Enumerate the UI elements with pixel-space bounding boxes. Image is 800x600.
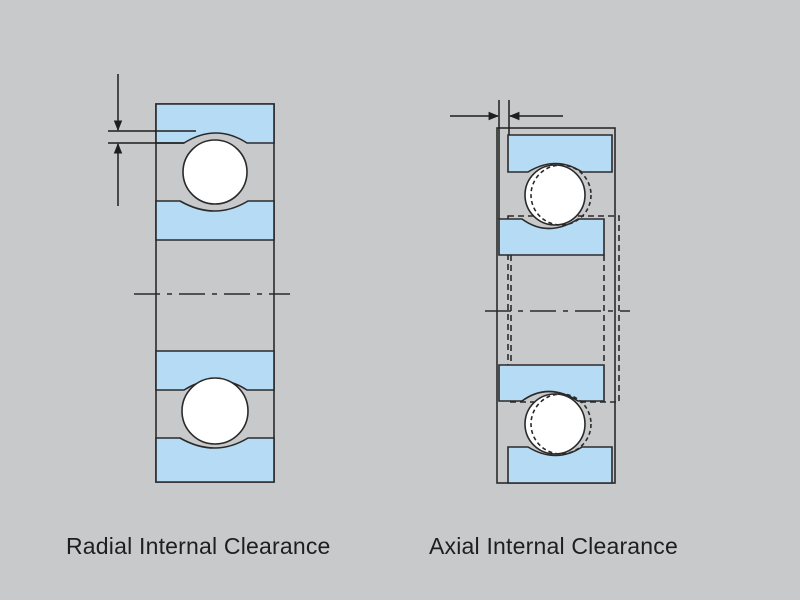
axial-caption: Axial Internal Clearance — [429, 533, 678, 559]
axial-clearance-dimension — [450, 100, 563, 219]
axial-inner-ring-top — [498, 218, 605, 256]
radial-caption: Radial Internal Clearance — [66, 533, 331, 559]
axial-ball-bottom — [524, 393, 586, 455]
axial-bearing — [485, 127, 630, 484]
axial-ball-bottom-shifted — [530, 393, 592, 455]
radial-ball-top — [182, 139, 248, 205]
axial-outer-ring-top — [507, 134, 613, 173]
axial-ball-top — [524, 164, 586, 226]
radial-ball-bottom — [181, 377, 249, 445]
axial-inner-ring-bottom — [498, 364, 605, 402]
radial-outer-ring-top — [155, 103, 275, 144]
radial-inner-ring-top — [155, 200, 275, 241]
axial-ball-top-shifted — [530, 164, 592, 226]
radial-inner-ring-bottom — [155, 437, 275, 483]
radial-bearing — [134, 103, 290, 483]
radial-clearance-dimension — [108, 74, 196, 206]
